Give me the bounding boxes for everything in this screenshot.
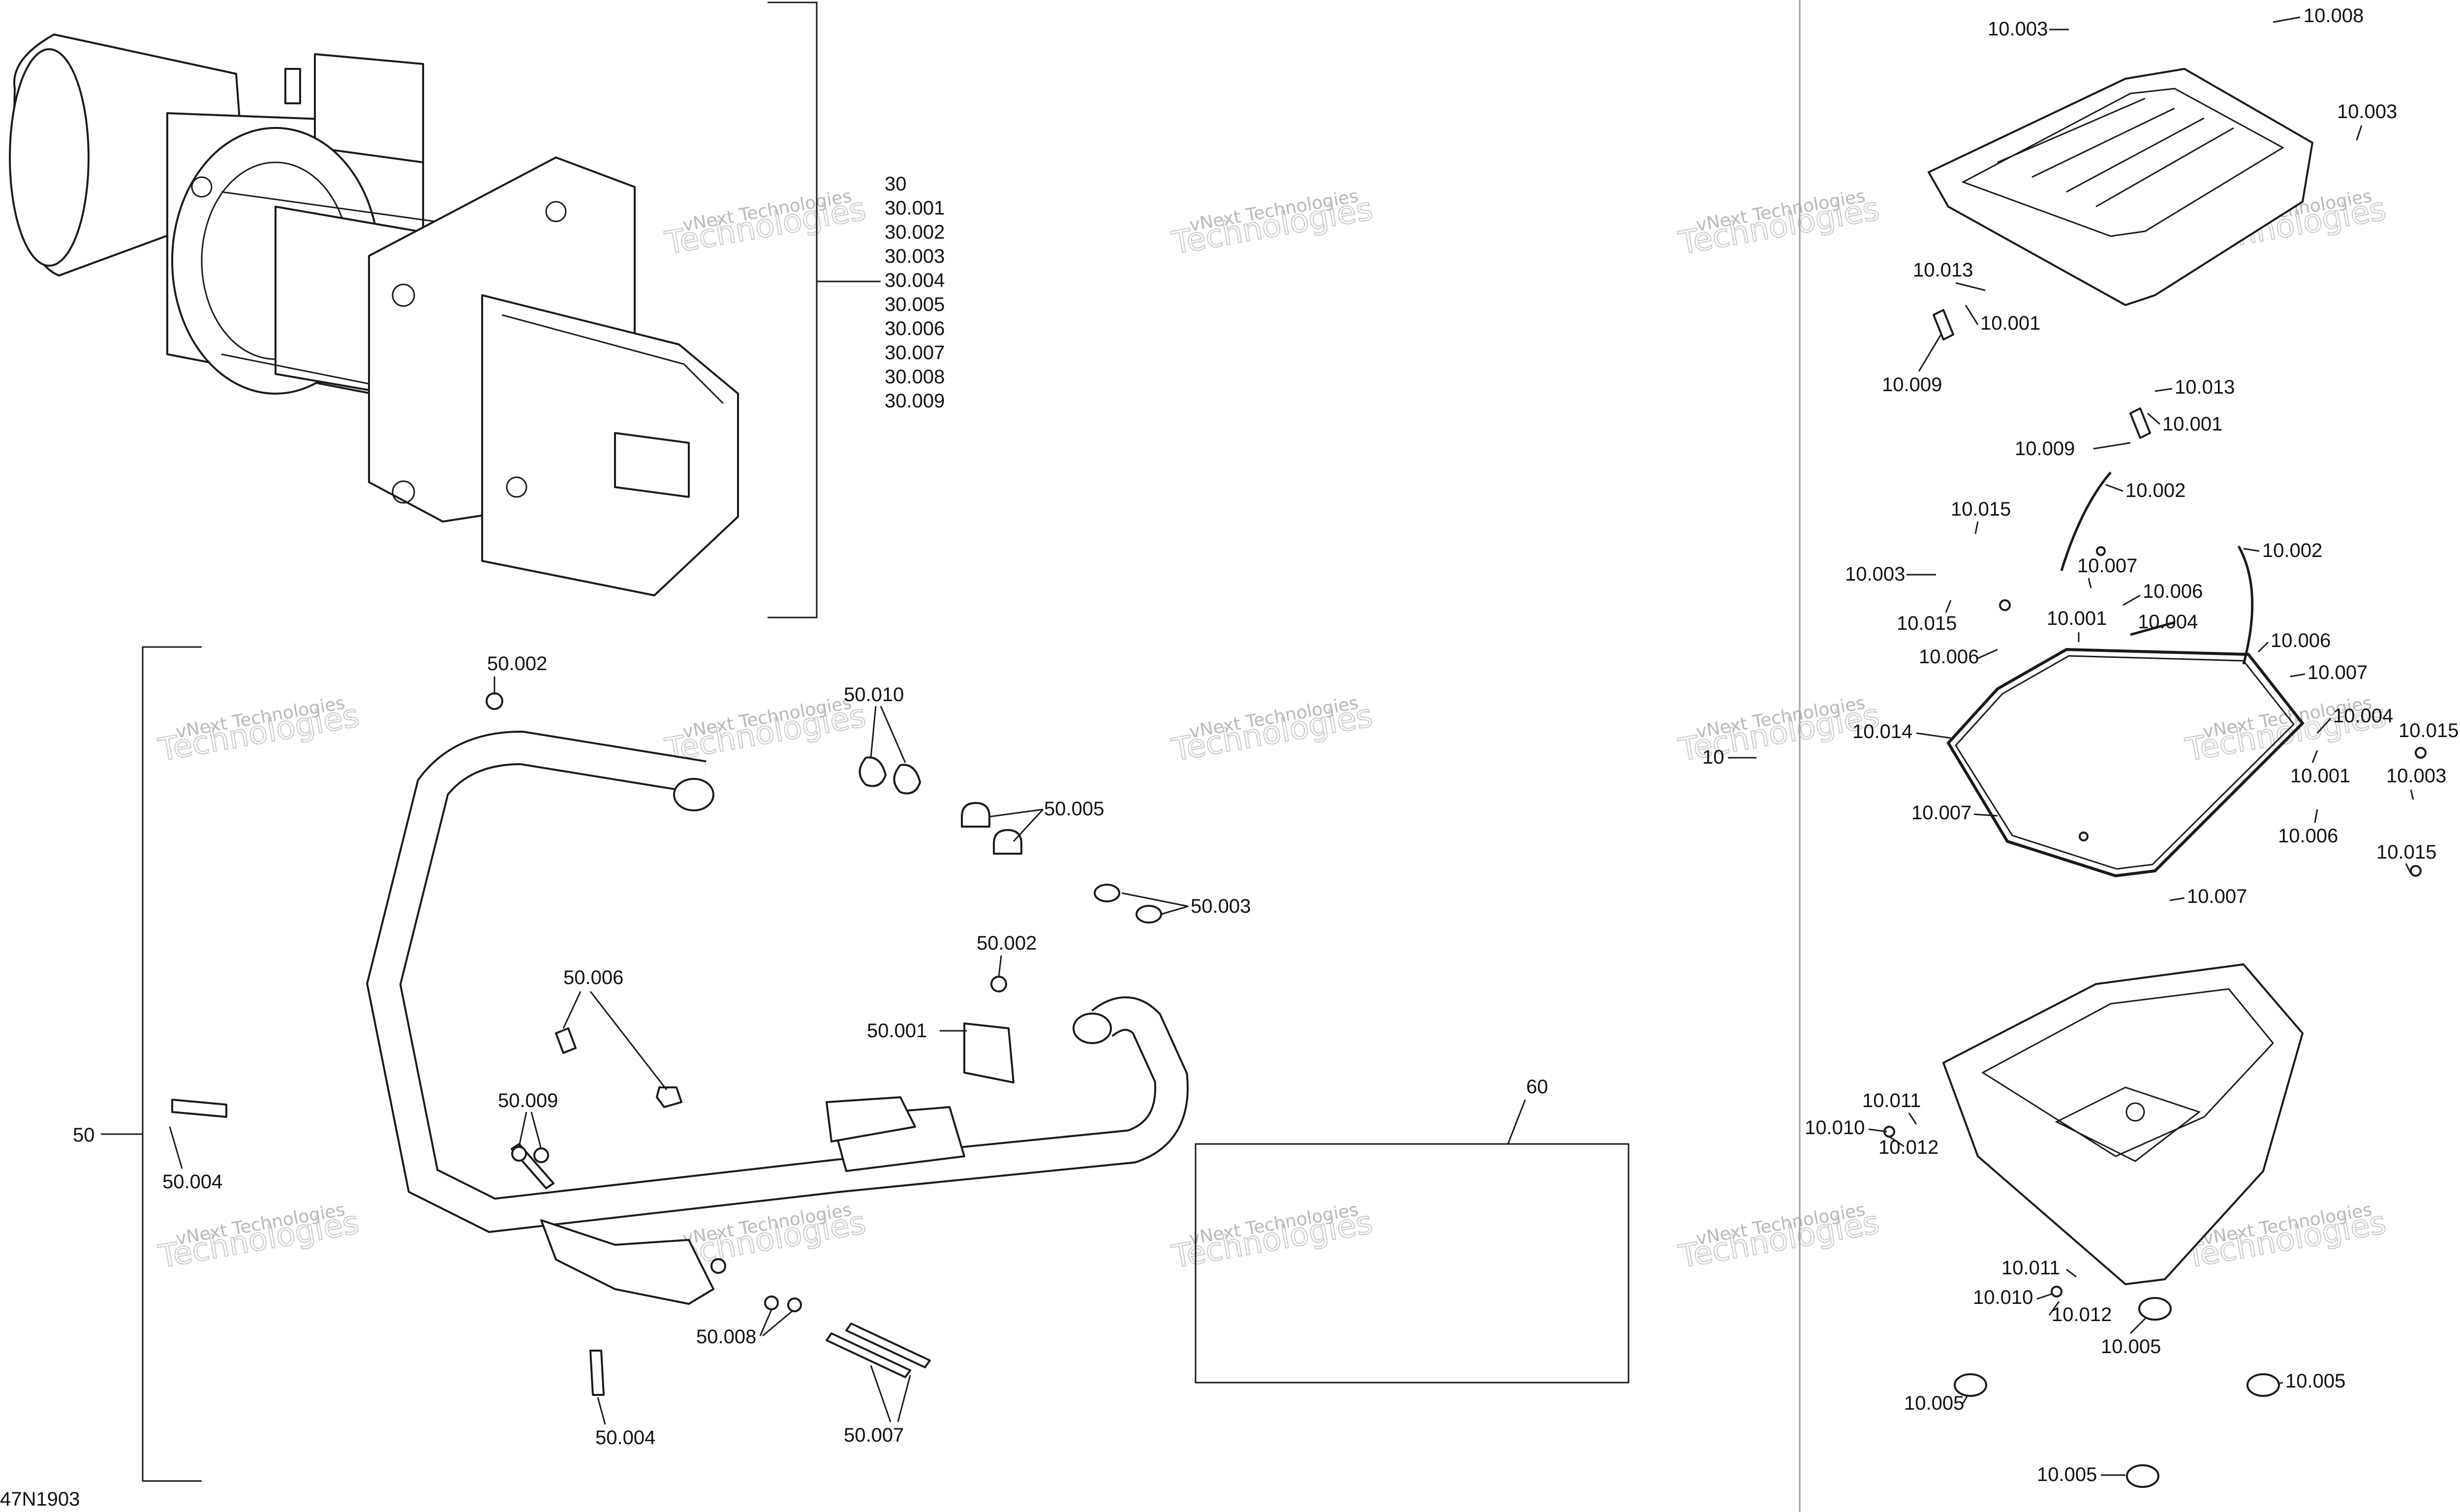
bumper-hardware [171, 692, 1162, 1396]
part-label-30-001: 30.001 [885, 197, 945, 219]
group-50-callouts: 50.002 50.010 50.005 50.003 50.002 50.00… [162, 653, 1251, 1449]
part-label-10-006: 10.006 [2278, 825, 2338, 847]
part-label-30-004: 30.004 [885, 270, 945, 291]
part-label-50-002: 50.002 [977, 932, 1037, 954]
group-label-60: 60 [1526, 1076, 1548, 1098]
part-label-30-002: 30.002 [885, 221, 945, 243]
part-label-50-003: 50.003 [1191, 895, 1251, 917]
part-label-50-010: 50.010 [844, 684, 904, 706]
part-label-10-004: 10.004 [2138, 611, 2198, 633]
group-label-10: 10 [1702, 746, 1724, 768]
bumper-tube [366, 730, 1189, 1305]
part-label-10-002: 10.002 [2125, 480, 2185, 501]
part-label-50-007: 50.007 [844, 1424, 904, 1446]
part-label-10-003: 10.003 [1845, 563, 1905, 585]
group-30-label-list: 30 30.001 30.002 30.003 30.004 30.005 30… [885, 173, 945, 412]
part-label-10-001: 10.001 [2290, 765, 2350, 787]
part-label-10-003: 10.003 [2337, 101, 2397, 123]
part-label-50-001: 50.001 [867, 1020, 927, 1042]
part-label-10-007: 10.007 [2077, 555, 2137, 577]
part-label-10-005: 10.005 [2037, 1464, 2097, 1485]
part-label-10-010: 10.010 [1805, 1117, 1865, 1139]
part-label-50-006: 50.006 [563, 967, 623, 988]
group-50-bracket [142, 646, 202, 1482]
part-label-30-005: 30.005 [885, 294, 945, 315]
winch-assembly [9, 33, 739, 596]
part-label-50-004: 50.004 [162, 1171, 222, 1193]
part-label-10-010: 10.010 [1973, 1287, 2033, 1308]
part-label-10-015: 10.015 [2398, 720, 2459, 741]
part-label-10-013: 10.013 [1913, 259, 1973, 281]
part-label-30-007: 30.007 [885, 342, 945, 364]
group-60-box [1195, 1143, 1630, 1384]
part-label-10-007: 10.007 [1911, 802, 1971, 824]
part-label-10-009: 10.009 [2015, 438, 2075, 460]
part-label-50-005: 50.005 [1044, 798, 1104, 820]
part-label-10-002: 10.002 [2262, 540, 2322, 561]
part-label-30-006: 30.006 [885, 318, 945, 339]
part-label-10-007: 10.007 [2187, 886, 2247, 907]
part-label-10-006: 10.006 [1919, 646, 1979, 668]
part-label-10-013: 10.013 [2175, 376, 2235, 398]
part-label-10-012: 10.012 [2052, 1304, 2112, 1326]
part-label-30: 30 [885, 173, 907, 195]
part-label-10-005: 10.005 [1904, 1392, 1964, 1414]
part-label-10-012: 10.012 [1878, 1137, 1938, 1158]
part-label-10-008: 10.008 [2304, 5, 2364, 27]
storage-hardware [1883, 309, 2427, 1488]
part-label-10-009: 10.009 [1882, 374, 1942, 396]
part-label-10-003: 10.003 [1988, 18, 2048, 40]
part-label-10-006: 10.006 [2143, 581, 2203, 602]
part-label-10-001: 10.001 [1980, 312, 2040, 334]
part-label-10-015: 10.015 [2376, 841, 2436, 863]
part-label-50-009: 50.009 [498, 1090, 558, 1111]
part-label-50-002: 50.002 [487, 653, 547, 675]
part-label-10-001: 10.001 [2162, 413, 2222, 435]
part-label-10-004: 10.004 [2333, 705, 2393, 727]
part-label-10-015: 10.015 [1951, 498, 2011, 520]
part-label-30-009: 30.009 [885, 390, 945, 412]
storage-lid [1928, 68, 2313, 306]
storage-gasket [1946, 648, 2305, 878]
part-label-50-004: 50.004 [595, 1427, 655, 1449]
group-label-50: 50 [73, 1124, 95, 1146]
part-label-10-003: 10.003 [2386, 765, 2446, 787]
part-label-10-001: 10.001 [2047, 608, 2107, 629]
part-label-30-003: 30.003 [885, 246, 945, 267]
part-label-10-007: 10.007 [2307, 662, 2368, 683]
part-label-10-006: 10.006 [2271, 630, 2331, 651]
part-label-10-005: 10.005 [2285, 1370, 2345, 1392]
storage-tub [1942, 963, 2304, 1285]
group-30-bracket [768, 1, 818, 618]
group-10-callouts: 10.003 10.008 10.003 10.013 10.001 10.00… [1805, 5, 2459, 1485]
part-label-30-008: 30.008 [885, 366, 945, 388]
part-label-10-011: 10.011 [1862, 1090, 1921, 1111]
group-60-leader [1507, 1099, 1526, 1144]
part-label-10-014: 10.014 [1852, 721, 1912, 742]
drawing-code: 47N1903 [0, 1488, 80, 1510]
part-label-50-008: 50.008 [696, 1326, 756, 1348]
part-label-10-015: 10.015 [1897, 613, 1957, 634]
part-label-10-005: 10.005 [2101, 1336, 2161, 1358]
part-label-10-011: 10.011 [2001, 1257, 2060, 1279]
